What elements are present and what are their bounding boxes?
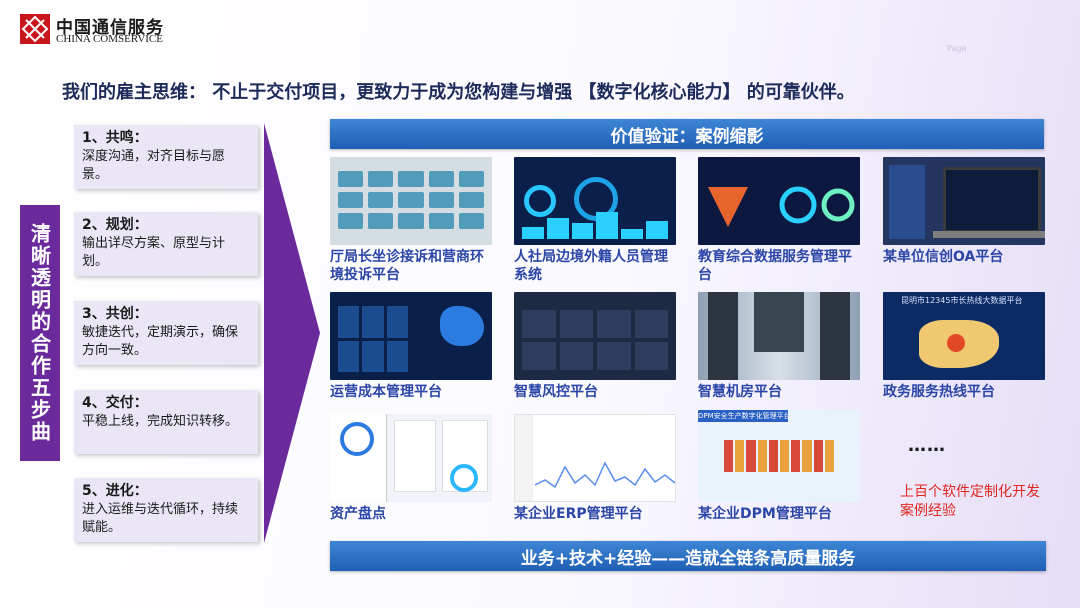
case-card-2: 人社局边境外籍人员管理系统 (514, 157, 676, 284)
case-label: 政务服务热线平台 (883, 384, 995, 400)
case-card-9: 资产盘点 (330, 414, 492, 523)
case-thumbnail (698, 157, 860, 245)
case-label: 资产盘点 (330, 506, 386, 522)
case-thumbnail (330, 157, 492, 245)
step-card-5: 5、进化： 进入运维与迭代循环，持续赋能。 (74, 478, 258, 542)
case-thumbnail (330, 292, 492, 380)
case-label: 教育综合数据服务管理平台 (698, 249, 852, 283)
case-thumbnail (514, 292, 676, 380)
case-thumbnail (514, 414, 676, 502)
case-thumbnail: 昆明市12345市长热线大数据平台 (883, 292, 1045, 380)
step-card-4: 4、交付： 平稳上线，完成知识转移。 (74, 390, 258, 454)
case-card-8: 昆明市12345市长热线大数据平台 政务服务热线平台 (883, 292, 1045, 401)
case-card-10: 某企业ERP管理平台 (514, 414, 676, 523)
case-card-5: 运营成本管理平台 (330, 292, 492, 401)
banner-case-showcase: 价值验证：案例缩影 (330, 119, 1044, 149)
case-label: 某单位信创OA平台 (883, 249, 1004, 265)
step-title: 5、进化： (82, 483, 148, 499)
step-title: 4、交付： (82, 395, 148, 411)
case-label: 某企业ERP管理平台 (514, 506, 643, 522)
thumbnail-title: DPM安全生产数字化管理平台 (698, 410, 788, 422)
case-card-11: DPM安全生产数字化管理平台 某企业DPM管理平台 (698, 410, 860, 523)
step-desc: 进入运维与迭代循环，持续赋能。 (82, 502, 239, 535)
headline: 我们的雇主思维： 不止于交付项目，更致力于成为您构建与增强 【数字化核心能力】 … (62, 82, 855, 103)
step-card-3: 3、共创： 敏捷迭代，定期演示，确保方向一致。 (74, 301, 258, 365)
step-desc: 敏捷迭代，定期演示，确保方向一致。 (82, 325, 239, 358)
case-card-4: 某单位信创OA平台 (883, 157, 1045, 266)
case-thumbnail (883, 157, 1045, 245)
case-thumbnail (698, 292, 860, 380)
step-title: 1、共鸣： (82, 130, 148, 146)
brand-name-cn: 中国通信服务 (56, 18, 164, 38)
case-thumbnail (330, 414, 492, 502)
case-label: 厅局长坐诊接诉和营商环境投诉平台 (330, 249, 484, 283)
step-desc: 平稳上线，完成知识转移。 (82, 414, 239, 429)
page-number: Page (947, 44, 967, 53)
case-label: 智慧风控平台 (514, 384, 598, 400)
case-card-1: 厅局长坐诊接诉和营商环境投诉平台 (330, 157, 492, 284)
china-comservice-logo-icon (20, 14, 50, 44)
step-card-1: 1、共鸣： 深度沟通，对齐目标与愿景。 (74, 125, 258, 189)
step-desc: 输出详尽方案、原型与计划。 (82, 236, 226, 269)
case-label: 人社局边境外籍人员管理系统 (514, 249, 668, 283)
step-desc: 深度沟通，对齐目标与愿景。 (82, 149, 226, 182)
case-label: 运营成本管理平台 (330, 384, 442, 400)
case-label: 智慧机房平台 (698, 384, 782, 400)
cases-note: 上百个软件定制化开发案例经验 (900, 484, 1040, 519)
right-arrow-icon (264, 123, 320, 543)
case-card-7: 智慧机房平台 (698, 292, 860, 401)
brand-logo: 中国通信服务 CHINA COMSERVICE (20, 12, 190, 48)
case-thumbnail: DPM安全生产数字化管理平台 (698, 410, 860, 502)
brand-name-en: CHINA COMSERVICE (56, 33, 163, 45)
case-card-3: 教育综合数据服务管理平台 (698, 157, 860, 284)
step-title: 3、共创： (82, 306, 148, 322)
case-label: 某企业DPM管理平台 (698, 506, 832, 522)
step-card-2: 2、规划： 输出详尽方案、原型与计划。 (74, 212, 258, 276)
more-dots: …… (908, 435, 946, 456)
side-title: 清晰透明的合作五步曲 (20, 205, 60, 461)
case-thumbnail (514, 157, 676, 245)
step-title: 2、规划： (82, 217, 148, 233)
case-card-6: 智慧风控平台 (514, 292, 676, 401)
banner-service-summary: 业务+技术+经验——造就全链条高质量服务 (330, 541, 1046, 571)
thumbnail-title: 昆明市12345市长热线大数据平台 (901, 296, 1023, 305)
